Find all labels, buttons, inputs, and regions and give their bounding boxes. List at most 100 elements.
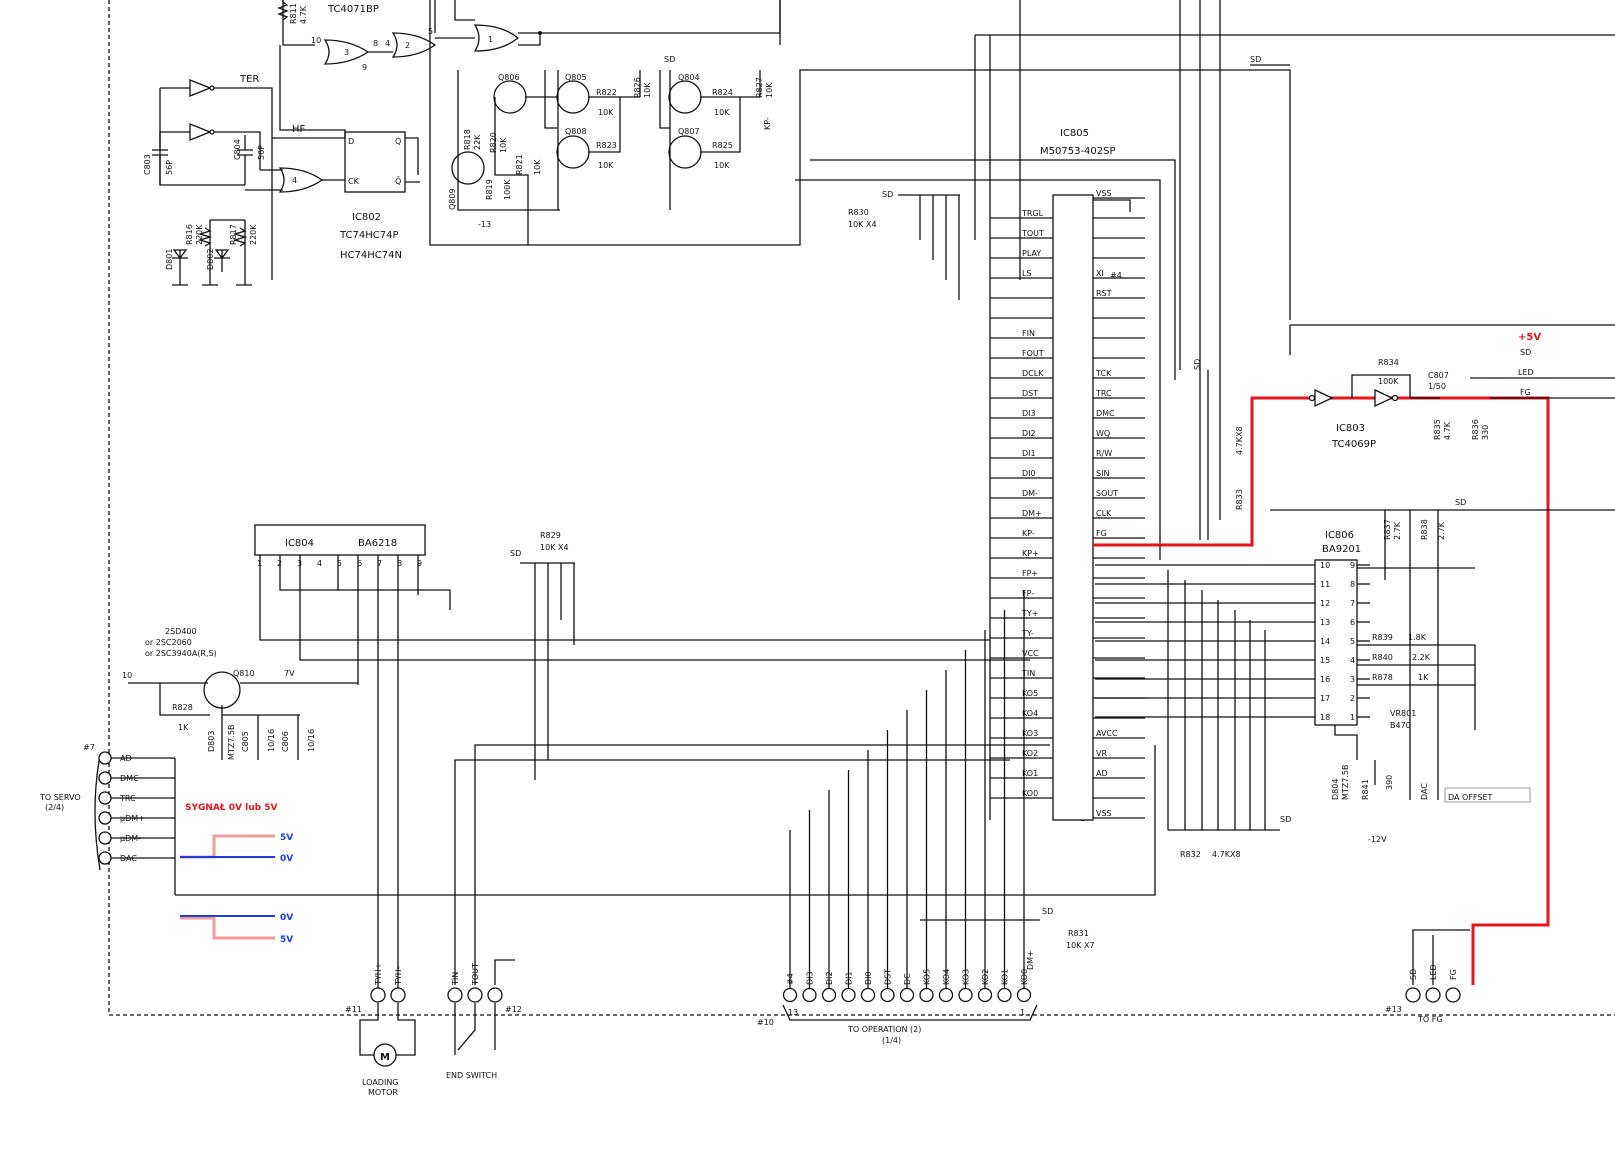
ic805-left-pin-label: KO5: [1022, 689, 1038, 698]
ic804-pin-number: 9: [417, 559, 422, 568]
ic806-left-pin-number: 11: [1320, 580, 1330, 589]
motor-caption-2: MOTOR: [368, 1088, 398, 1097]
op-pin-terminal: [958, 987, 973, 1003]
or-gate-3: [323, 39, 370, 65]
servo-pin-terminal: [98, 771, 112, 785]
ic805-left-pin-label: DI0: [1022, 469, 1036, 478]
r819-ref: R819: [485, 179, 494, 200]
ic806-right-pin-number: 2: [1350, 694, 1355, 703]
q808-symbol: [556, 135, 590, 169]
r816-val: 220K: [195, 224, 204, 245]
r818-ref: R818: [463, 129, 472, 150]
r817-val: 220K: [249, 224, 258, 245]
r878-ref: R878: [1372, 673, 1393, 682]
ic805-right-pin-label: TCK: [1095, 369, 1112, 378]
r818-val: 22K: [473, 134, 482, 150]
motor-block: #11 TYH+TYH- M LOADING MOTOR: [345, 963, 416, 1097]
r824-val: 10K: [714, 108, 730, 117]
ter-net-label: TER: [239, 74, 259, 85]
ic806-body: [1314, 559, 1358, 726]
inverter-ic803-b: [1374, 388, 1394, 408]
c804-ref: C804: [233, 139, 242, 160]
r820-val: 10K: [499, 137, 508, 153]
q806-ref: Q806: [498, 73, 520, 82]
inverter-ic803-a: [1314, 388, 1334, 408]
r833-ref: R833: [1235, 489, 1244, 510]
svg-text:1: 1: [488, 35, 493, 44]
ic805-left-pin-label: DCLK: [1022, 369, 1044, 378]
r878-val: 1K: [1418, 673, 1429, 682]
top-logic-block: TC4071BP R811 4.7K 3 10 2 8 4 9 1 5 TER: [143, 0, 781, 286]
ic802-part2: HC74HC74N: [340, 250, 402, 261]
ic805-left-pin-label: DI2: [1022, 429, 1036, 438]
q805-ref: Q805: [565, 73, 587, 82]
inverter-9: [189, 123, 212, 141]
svg-text:SD: SD: [664, 55, 675, 64]
r836-ref: R836: [1471, 419, 1480, 440]
v7-label: 7V: [284, 669, 295, 678]
ic806-left-pin-number: 14: [1320, 637, 1330, 646]
svg-text:0V: 0V: [280, 854, 293, 864]
ic806-left-pin-number: 17: [1320, 694, 1330, 703]
servo-pin-terminal: [98, 811, 112, 825]
svg-text:Q: Q: [395, 137, 401, 146]
servo-pin-terminal: [98, 791, 112, 805]
ic806-left-pin-number: 12: [1320, 599, 1330, 608]
q805-symbol: [556, 80, 590, 114]
r811-ref: R811: [289, 3, 298, 24]
ic806-left-pin-number: 18: [1320, 713, 1330, 722]
inverter-5: [189, 79, 212, 97]
d801-ref: D801: [165, 249, 174, 270]
d803-ref: D803: [207, 731, 216, 752]
ic806-right-pin-number: 6: [1350, 618, 1355, 627]
ic805-right-pin-label: XI: [1096, 269, 1104, 278]
ic805-left-pin-label: FIN: [1022, 329, 1035, 338]
ic806-right-pin-number: 1: [1350, 713, 1355, 722]
c803-val: 56P: [165, 160, 174, 175]
ic805-left-pin-label: TIN: [1021, 669, 1035, 678]
switch-pin-terminal: [487, 987, 503, 1003]
ic806-right-pin-number: 3: [1350, 675, 1355, 684]
op-last: 1: [1020, 1008, 1025, 1017]
ic805-part: M50753-402SP: [1040, 146, 1116, 157]
ic805-left-pin-label: FP+: [1022, 569, 1038, 578]
ic805-right-pin-label: AD: [1096, 769, 1108, 778]
fg-pin-terminal: [1425, 987, 1441, 1003]
r822-ref: R822: [596, 88, 617, 97]
r819-val: 100K: [503, 179, 512, 200]
ic805-left-pin-label: PLAY: [1022, 249, 1041, 258]
q810-alt-2: or 2SC2060: [145, 638, 192, 647]
svg-text:4: 4: [292, 176, 297, 185]
servo-pin-terminal: [98, 751, 112, 765]
svg-text:4: 4: [385, 39, 390, 48]
svg-text:SD: SD: [1280, 815, 1291, 824]
svg-text:SD: SD: [1250, 55, 1261, 64]
svg-text:D: D: [348, 137, 354, 146]
r832-val: 4.7KX8: [1212, 850, 1241, 859]
c806-val: 10/16: [307, 729, 316, 752]
op-pin-terminal: [860, 987, 876, 1003]
svg-text:-13: -13: [478, 220, 491, 229]
svg-text:8: 8: [373, 39, 378, 48]
op-pin-terminal: [919, 987, 934, 1003]
ic805-right-pin-label: VSS: [1096, 809, 1112, 818]
r830-val: 10K X4: [848, 220, 877, 229]
d804-val: MTZ7.5B: [1341, 765, 1350, 800]
svg-text:CK: CK: [348, 177, 360, 186]
ic806-right-pin-number: 4: [1350, 656, 1355, 665]
q808-ref: Q808: [565, 127, 587, 136]
r823-val: 10K: [598, 161, 614, 170]
ic805-left-pin-label: LS: [1022, 269, 1032, 278]
ic805-left-pin-label: TRGL: [1021, 209, 1044, 218]
r831-val: 10K X7: [1066, 941, 1095, 950]
ic804-pin-number: 8: [397, 559, 402, 568]
q807-ref: Q807: [678, 127, 700, 136]
q810-ref: Q810: [233, 669, 255, 678]
switch-pin-terminal: [447, 987, 463, 1003]
ic802-flipflop: [344, 131, 406, 193]
plus5v-label: +5V: [1518, 332, 1541, 343]
r824-ref: R824: [712, 88, 733, 97]
q806-symbol: [493, 80, 527, 114]
